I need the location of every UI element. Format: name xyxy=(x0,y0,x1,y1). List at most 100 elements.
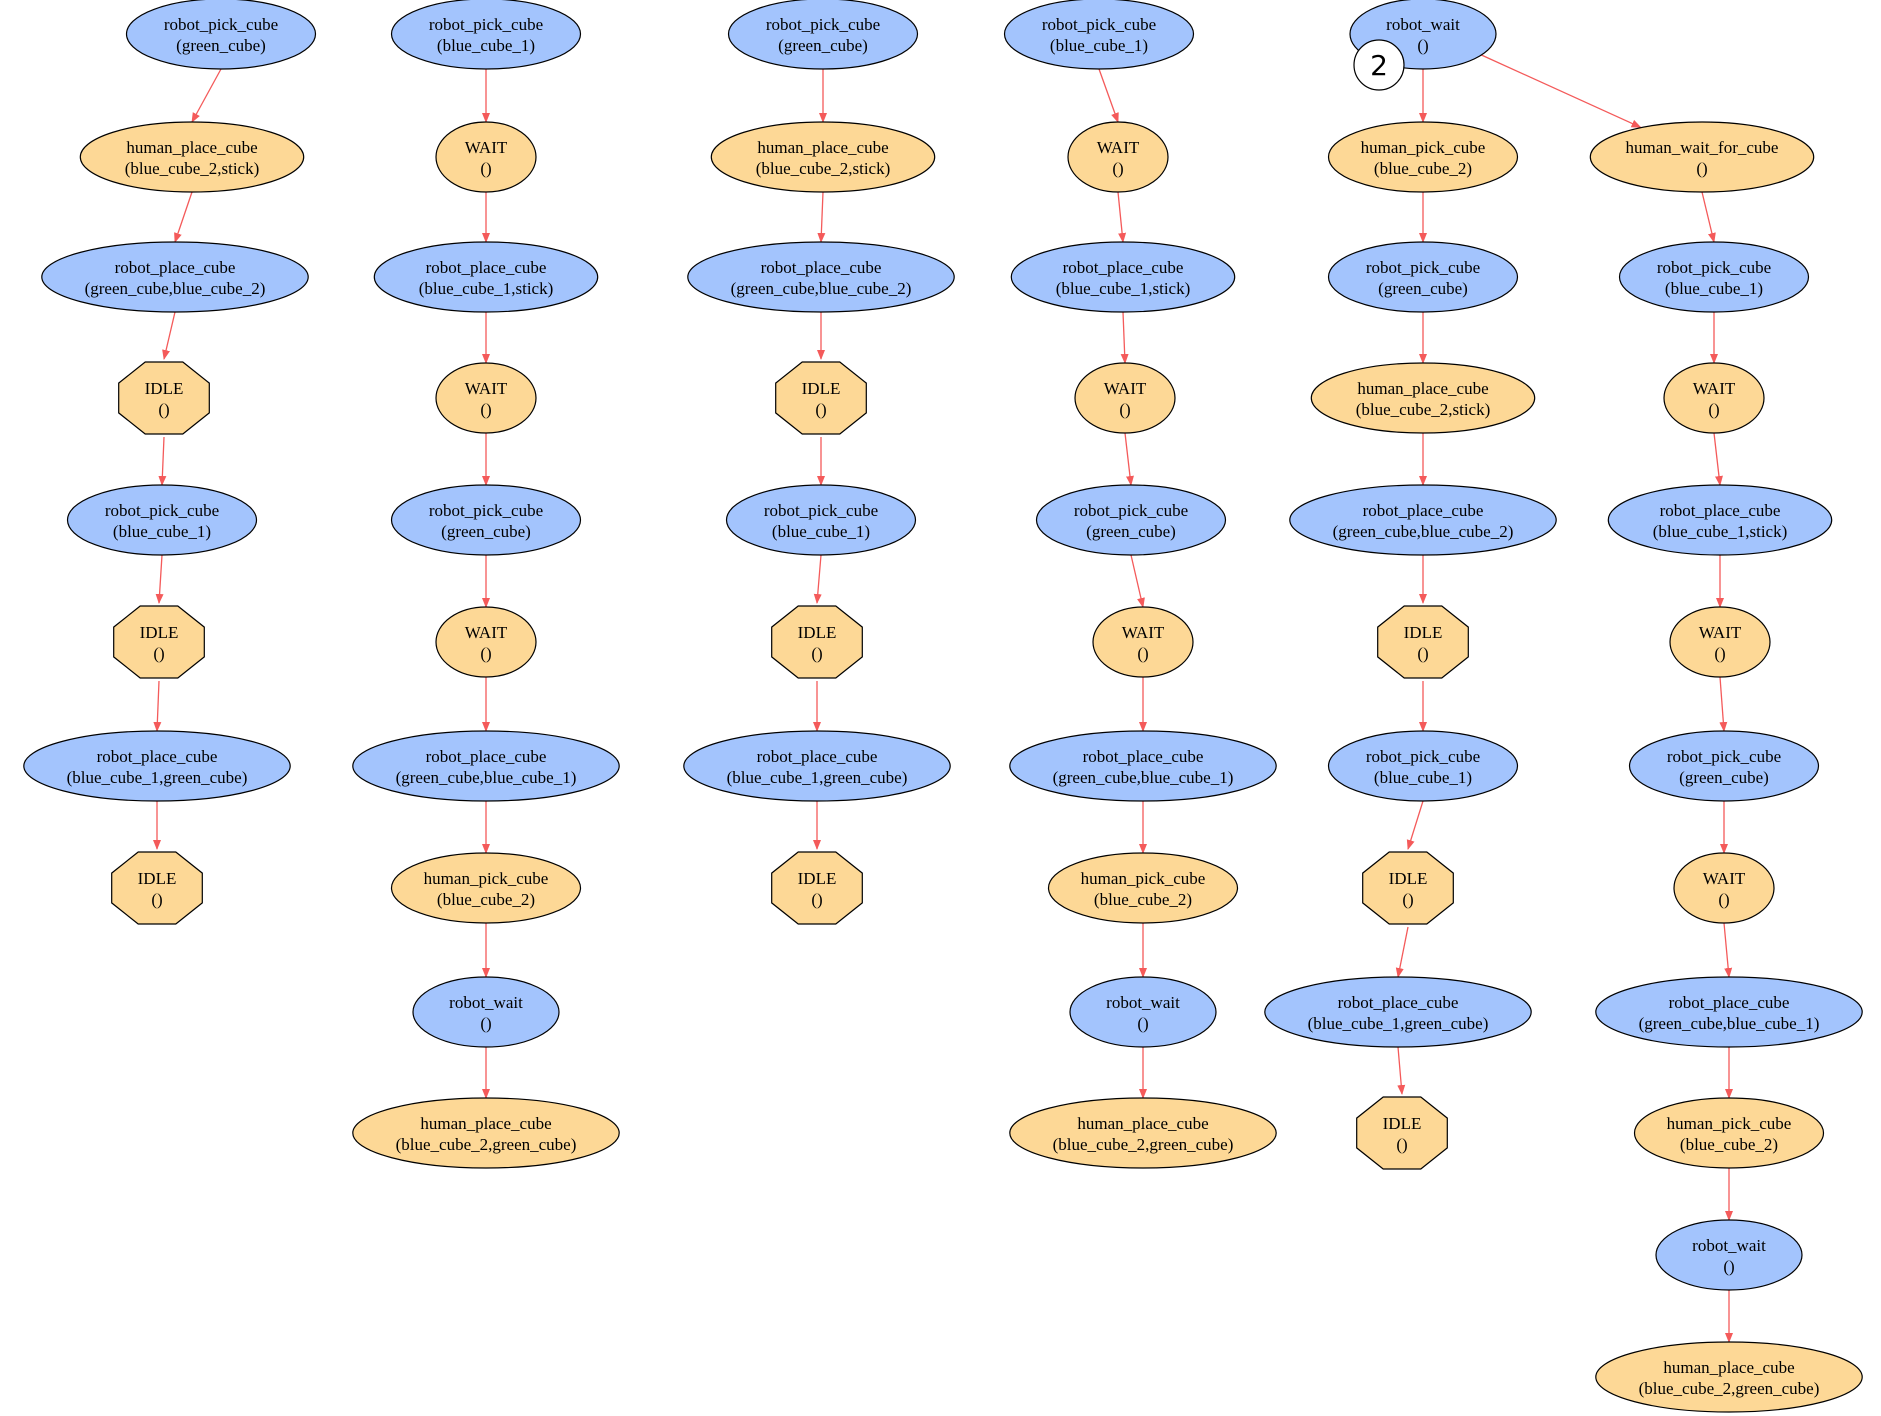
node-action-label: robot_place_cube xyxy=(426,747,547,766)
ellipse-shape xyxy=(1618,241,1810,313)
ellipse-shape xyxy=(125,0,317,70)
ellipse-shape xyxy=(412,976,560,1048)
human-action-node: human_place_cube(blue_cube_2,stick) xyxy=(710,121,936,193)
node-args-label: (green_cube,blue_cube_2) xyxy=(1333,522,1514,541)
node-action-label: WAIT xyxy=(1693,379,1736,398)
node-args-label: (blue_cube_2,stick) xyxy=(125,159,260,178)
node-args-label: (green_cube,blue_cube_1) xyxy=(1639,1014,1820,1033)
ellipse-shape xyxy=(1074,362,1176,434)
node-action-label: robot_place_cube xyxy=(115,258,236,277)
node-action-label: robot_place_cube xyxy=(1063,258,1184,277)
node-action-label: robot_place_cube xyxy=(1338,993,1459,1012)
edge-arrow xyxy=(162,311,176,360)
edge-arrow xyxy=(1098,68,1119,123)
ellipse-shape xyxy=(435,606,537,678)
octagon-shape xyxy=(1356,1096,1448,1170)
node-args-label: () xyxy=(480,400,491,419)
node-action-label: robot_pick_cube xyxy=(429,501,543,520)
ellipse-shape xyxy=(1047,852,1239,924)
node-action-label: IDLE xyxy=(145,379,184,398)
edge-arrow xyxy=(1397,1046,1406,1095)
node-action-label: human_place_cube xyxy=(420,1114,551,1133)
node-action-label: IDLE xyxy=(798,623,837,642)
node-action-label: robot_pick_cube xyxy=(764,501,878,520)
edge-arrow xyxy=(1395,926,1409,978)
node-args-label: (green_cube,blue_cube_2) xyxy=(85,279,266,298)
ellipse-shape xyxy=(683,730,951,802)
node-action-label: WAIT xyxy=(465,138,508,157)
node-action-label: robot_pick_cube xyxy=(164,15,278,34)
human-action-node: human_place_cube(blue_cube_2,stick) xyxy=(1310,362,1536,434)
node-action-label: robot_place_cube xyxy=(1363,501,1484,520)
robot-action-node: robot_pick_cube (blue_cube_1) xyxy=(1327,730,1519,802)
node-args-label: () xyxy=(1119,400,1130,419)
ellipse-shape xyxy=(1607,484,1833,556)
ellipse-shape xyxy=(435,362,537,434)
node-args-label: (blue_cube_2) xyxy=(437,890,535,909)
node-args-label: () xyxy=(151,890,162,909)
node-args-label: () xyxy=(480,1014,491,1033)
robot-action-node: robot_pick_cube(blue_cube_1) xyxy=(1003,0,1195,70)
human-action-node: WAIT() xyxy=(1067,121,1169,193)
node-action-label: WAIT xyxy=(1097,138,1140,157)
human-action-node: WAIT() xyxy=(435,362,537,434)
node-args-label: (blue_cube_1) xyxy=(437,36,535,55)
node-action-label: human_pick_cube xyxy=(1361,138,1486,157)
robot-action-node: robot_pick_cube(green_cube) xyxy=(125,0,317,70)
ellipse-shape xyxy=(1092,606,1194,678)
ellipse-shape xyxy=(23,730,291,802)
node-args-label: (green_cube) xyxy=(1679,768,1769,787)
node-action-label: robot_pick_cube xyxy=(105,501,219,520)
badge-circle xyxy=(1353,39,1405,91)
edge-arrow xyxy=(174,191,193,243)
ellipse-shape xyxy=(373,241,599,313)
robot-action-node: robot_pick_cube (green_cube) xyxy=(1628,730,1820,802)
ellipse-shape xyxy=(66,484,258,556)
node-args-label: () xyxy=(1714,644,1725,663)
node-args-label: (blue_cube_1,stick) xyxy=(419,279,554,298)
ellipse-shape xyxy=(435,121,537,193)
node-args-label: (blue_cube_1) xyxy=(772,522,870,541)
ellipse-shape xyxy=(710,121,936,193)
node-args-label: (blue_cube_1,green_cube) xyxy=(67,768,248,787)
edge-arrow xyxy=(1719,676,1728,732)
ellipse-shape xyxy=(1264,976,1532,1048)
node-action-label: robot_pick_cube xyxy=(429,15,543,34)
idle-node: IDLE() xyxy=(118,361,210,435)
node-action-label: robot_pick_cube xyxy=(1667,747,1781,766)
robot-action-node: robot_place_cube(blue_cube_1,green_cube) xyxy=(23,730,291,802)
node-args-label: () xyxy=(815,400,826,419)
ellipse-shape xyxy=(1327,121,1519,193)
node-action-label: human_pick_cube xyxy=(1081,869,1206,888)
node-action-label: robot_pick_cube xyxy=(1366,747,1480,766)
ellipse-shape xyxy=(390,484,582,556)
edge-arrow xyxy=(153,680,162,732)
ellipse-shape xyxy=(1595,1341,1863,1413)
ellipse-shape xyxy=(1310,362,1536,434)
node-args-label: (blue_cube_1) xyxy=(1374,768,1472,787)
edge-arrow xyxy=(158,436,167,486)
node-action-label: IDLE xyxy=(140,623,179,642)
node-args-label: () xyxy=(1137,644,1148,663)
node-action-label: human_place_cube xyxy=(1663,1358,1794,1377)
node-args-label: (blue_cube_2,stick) xyxy=(756,159,891,178)
node-args-label: () xyxy=(1417,36,1428,55)
node-action-label: robot_wait xyxy=(449,993,523,1012)
edge-arrow xyxy=(1124,432,1134,486)
robot-action-node: robot_place_cube (green_cube,blue_cube_1) xyxy=(1009,730,1277,802)
human-action-node: human_place_cube(blue_cube_2,stick) xyxy=(79,121,305,193)
human-action-node: human_pick_cube(blue_cube_2) xyxy=(1633,1097,1825,1169)
node-args-label: (blue_cube_1,stick) xyxy=(1653,522,1788,541)
node-args-label: (green_cube) xyxy=(1378,279,1468,298)
node-action-label: human_pick_cube xyxy=(1667,1114,1792,1133)
node-args-label: (green_cube,blue_cube_1) xyxy=(1053,768,1234,787)
node-args-label: () xyxy=(480,159,491,178)
human-action-node: human_pick_cube(blue_cube_2) xyxy=(390,852,582,924)
edge-arrow xyxy=(1713,432,1723,486)
octagon-shape xyxy=(771,605,863,679)
node-args-label: (blue_cube_2,stick) xyxy=(1356,400,1491,419)
robot-action-node: robot_place_cube(blue_cube_1,stick) xyxy=(1607,484,1833,556)
node-action-label: robot_place_cube xyxy=(1083,747,1204,766)
ellipse-shape xyxy=(1589,121,1815,193)
ellipse-shape xyxy=(390,852,582,924)
